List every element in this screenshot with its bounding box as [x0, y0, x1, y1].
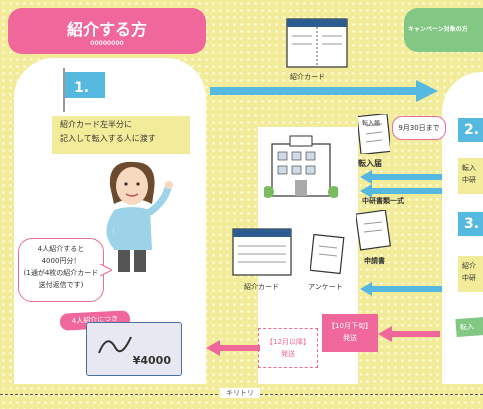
receiver-title: キャンペーン対象の方	[408, 26, 468, 33]
cut-line-label: キリトリ	[220, 388, 260, 398]
receiver-step-2-flag: 2.	[458, 118, 483, 142]
moving-form-icon	[358, 114, 390, 154]
dispatch-right-text: 【10月下旬】 発送	[328, 322, 372, 342]
bubble-tail-icon	[100, 264, 112, 276]
card-label-bottom: 紹介カード	[244, 283, 279, 291]
referrer-header: 紹介する方 00000000	[8, 8, 206, 54]
voucher-value: ¥4000	[132, 354, 171, 367]
receiver-step-2-text: 転入 中研	[458, 158, 483, 194]
city-office-icon	[264, 135, 338, 198]
deadline-callout: 9月30日まで	[392, 116, 446, 140]
receiver-badge: 転入	[455, 316, 483, 338]
reward-bubble: 4人紹介すると 4000円分！ (1通が4枚の紹介カード 送付返信です)	[18, 238, 104, 302]
referrer-title: 紹介する方	[66, 20, 147, 39]
return-arrow-1-icon	[206, 340, 260, 356]
dispatch-tag-right: 【10月下旬】 発送	[322, 314, 378, 352]
referrer-instruction: 紹介カード左半分に 記入して転入する人に渡す	[52, 116, 190, 154]
application-doc-icon	[356, 210, 392, 251]
referrer-subtitle: 00000000	[90, 40, 124, 47]
referrer-woman-icon	[106, 161, 173, 272]
arrow-to-office-1-icon	[360, 170, 442, 184]
receiver-step-3-text: 紹介 中研	[458, 256, 483, 292]
dispatch-left-text: 【12月以降】 発送	[266, 338, 310, 358]
dispatch-tag-left: 【12月以降】 発送	[258, 328, 318, 368]
form-label-top: 転入届	[362, 120, 381, 127]
survey-label: アンケート	[308, 283, 343, 291]
receiver-badge-text: 転入	[459, 322, 475, 332]
arrow-to-office-3-icon	[360, 282, 442, 296]
receiver-step-3-number: 3.	[464, 216, 480, 232]
survey-doc-icon	[310, 234, 345, 275]
receiver-step-2-number: 2.	[464, 122, 480, 138]
voucher-mark-icon	[98, 336, 132, 354]
receiver-header: キャンペーン対象の方	[404, 8, 483, 52]
top-flow-arrow-icon	[210, 80, 438, 102]
referral-card-icon	[286, 18, 348, 68]
receiver-step-3-flag: 3.	[458, 212, 483, 236]
application-label: 申請書	[364, 257, 385, 265]
return-arrow-2-icon	[378, 326, 440, 342]
arrow-to-office-2-icon	[360, 184, 442, 198]
card-label-top: 紹介カード	[290, 73, 325, 81]
referral-card-bottom-icon	[232, 228, 292, 276]
step-1-number: 1.	[74, 80, 90, 96]
reward-bubble-text: 4人紹介すると 4000円分！ (1通が4枚の紹介カード 送付返信です)	[23, 245, 99, 289]
moving-docs-label: 転入届	[358, 159, 382, 168]
step-1-flag-icon	[63, 68, 105, 112]
voucher-card: ¥4000	[86, 322, 182, 376]
documents-set-label: 中研書類一式	[362, 197, 404, 205]
deadline-text: 9月30日まで	[398, 124, 440, 132]
